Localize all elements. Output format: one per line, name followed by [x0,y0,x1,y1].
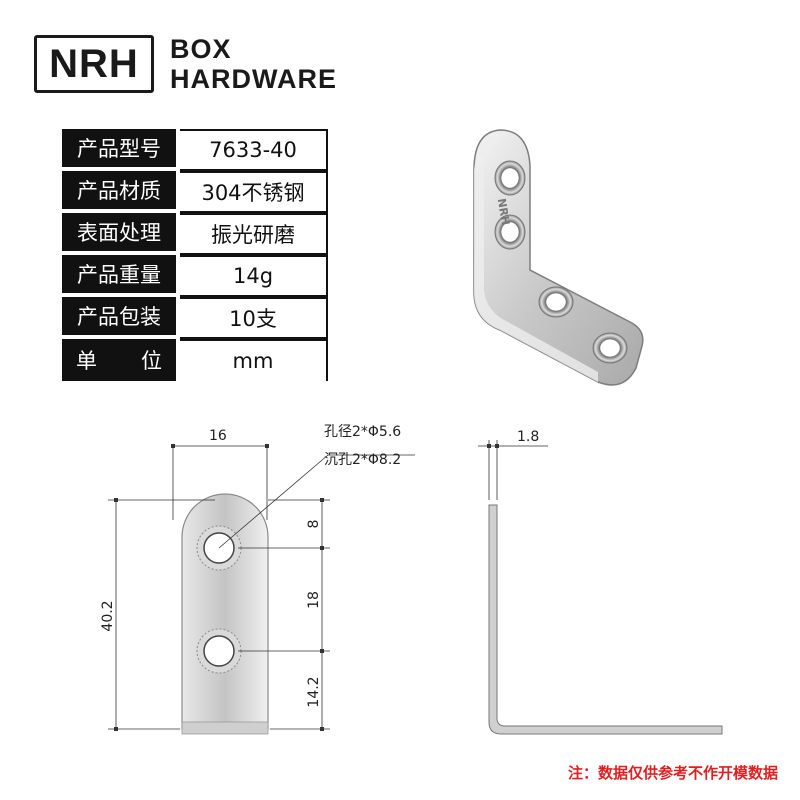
spec-label: 单 位 [62,339,180,381]
spec-row-material: 产品材质 304不锈钢 [62,171,328,213]
spec-label-part: 位 [141,349,162,373]
dim-width: 16 [209,428,227,444]
bracket-bend-edge [181,721,269,735]
spec-value: 14g [180,255,328,297]
spec-label: 表面处理 [62,213,180,255]
dimension-ticks [114,444,499,731]
logo-mark: NRH [34,35,154,93]
spec-row-model: 产品型号 7633-40 [62,129,328,171]
brand-name: BOX HARDWARE [170,34,337,94]
render-hole-top [494,160,526,196]
spec-row-weight: 产品重量 14g [62,255,328,297]
brand-line-1: BOX [170,34,232,64]
spec-value: 振光研磨 [180,213,328,255]
dim-thickness: 1.8 [517,429,539,445]
spec-table: 产品型号 7633-40 产品材质 304不锈钢 表面处理 振光研磨 产品重量 … [62,129,328,381]
product-render: NRH [473,129,644,386]
spec-row-finish: 表面处理 振光研磨 [62,213,328,255]
spec-row-package: 产品包装 10支 [62,297,328,339]
brand-line-2: HARDWARE [170,64,337,94]
spec-row-unit: 单 位 mm [62,339,328,381]
dim-bottom-offset: 14.2 [306,676,322,707]
brand-logo: NRH BOX HARDWARE [34,34,337,94]
product-embossed-logo: NRH [495,197,512,226]
front-view [181,493,269,735]
render-hole-upper [494,214,526,250]
spec-label-part: 单 [76,349,97,373]
dim-hole-spacing: 18 [306,591,322,609]
dimension-lines [108,440,548,730]
hole-bottom [203,635,235,667]
spec-value: 10支 [180,297,328,339]
spec-value: mm [180,339,328,381]
dim-top-offset: 8 [306,520,322,529]
countersink-note: 沉孔2*Φ8.2 [324,452,401,468]
side-profile [488,504,723,735]
spec-label: 产品重量 [62,255,180,297]
spec-value: 7633-40 [180,129,328,171]
hole-note: 孔径2*Φ5.6 [324,424,401,440]
render-hole-lower [538,286,574,318]
spec-label: 产品材质 [62,171,180,213]
render-hole-end [592,332,628,364]
footer-note: 注：数据仅供参考不作开模数据 [567,764,778,782]
dim-height: 40.2 [100,600,116,631]
spec-label: 产品型号 [62,129,180,171]
spec-label: 产品包装 [62,297,180,339]
spec-value: 304不锈钢 [180,171,328,213]
